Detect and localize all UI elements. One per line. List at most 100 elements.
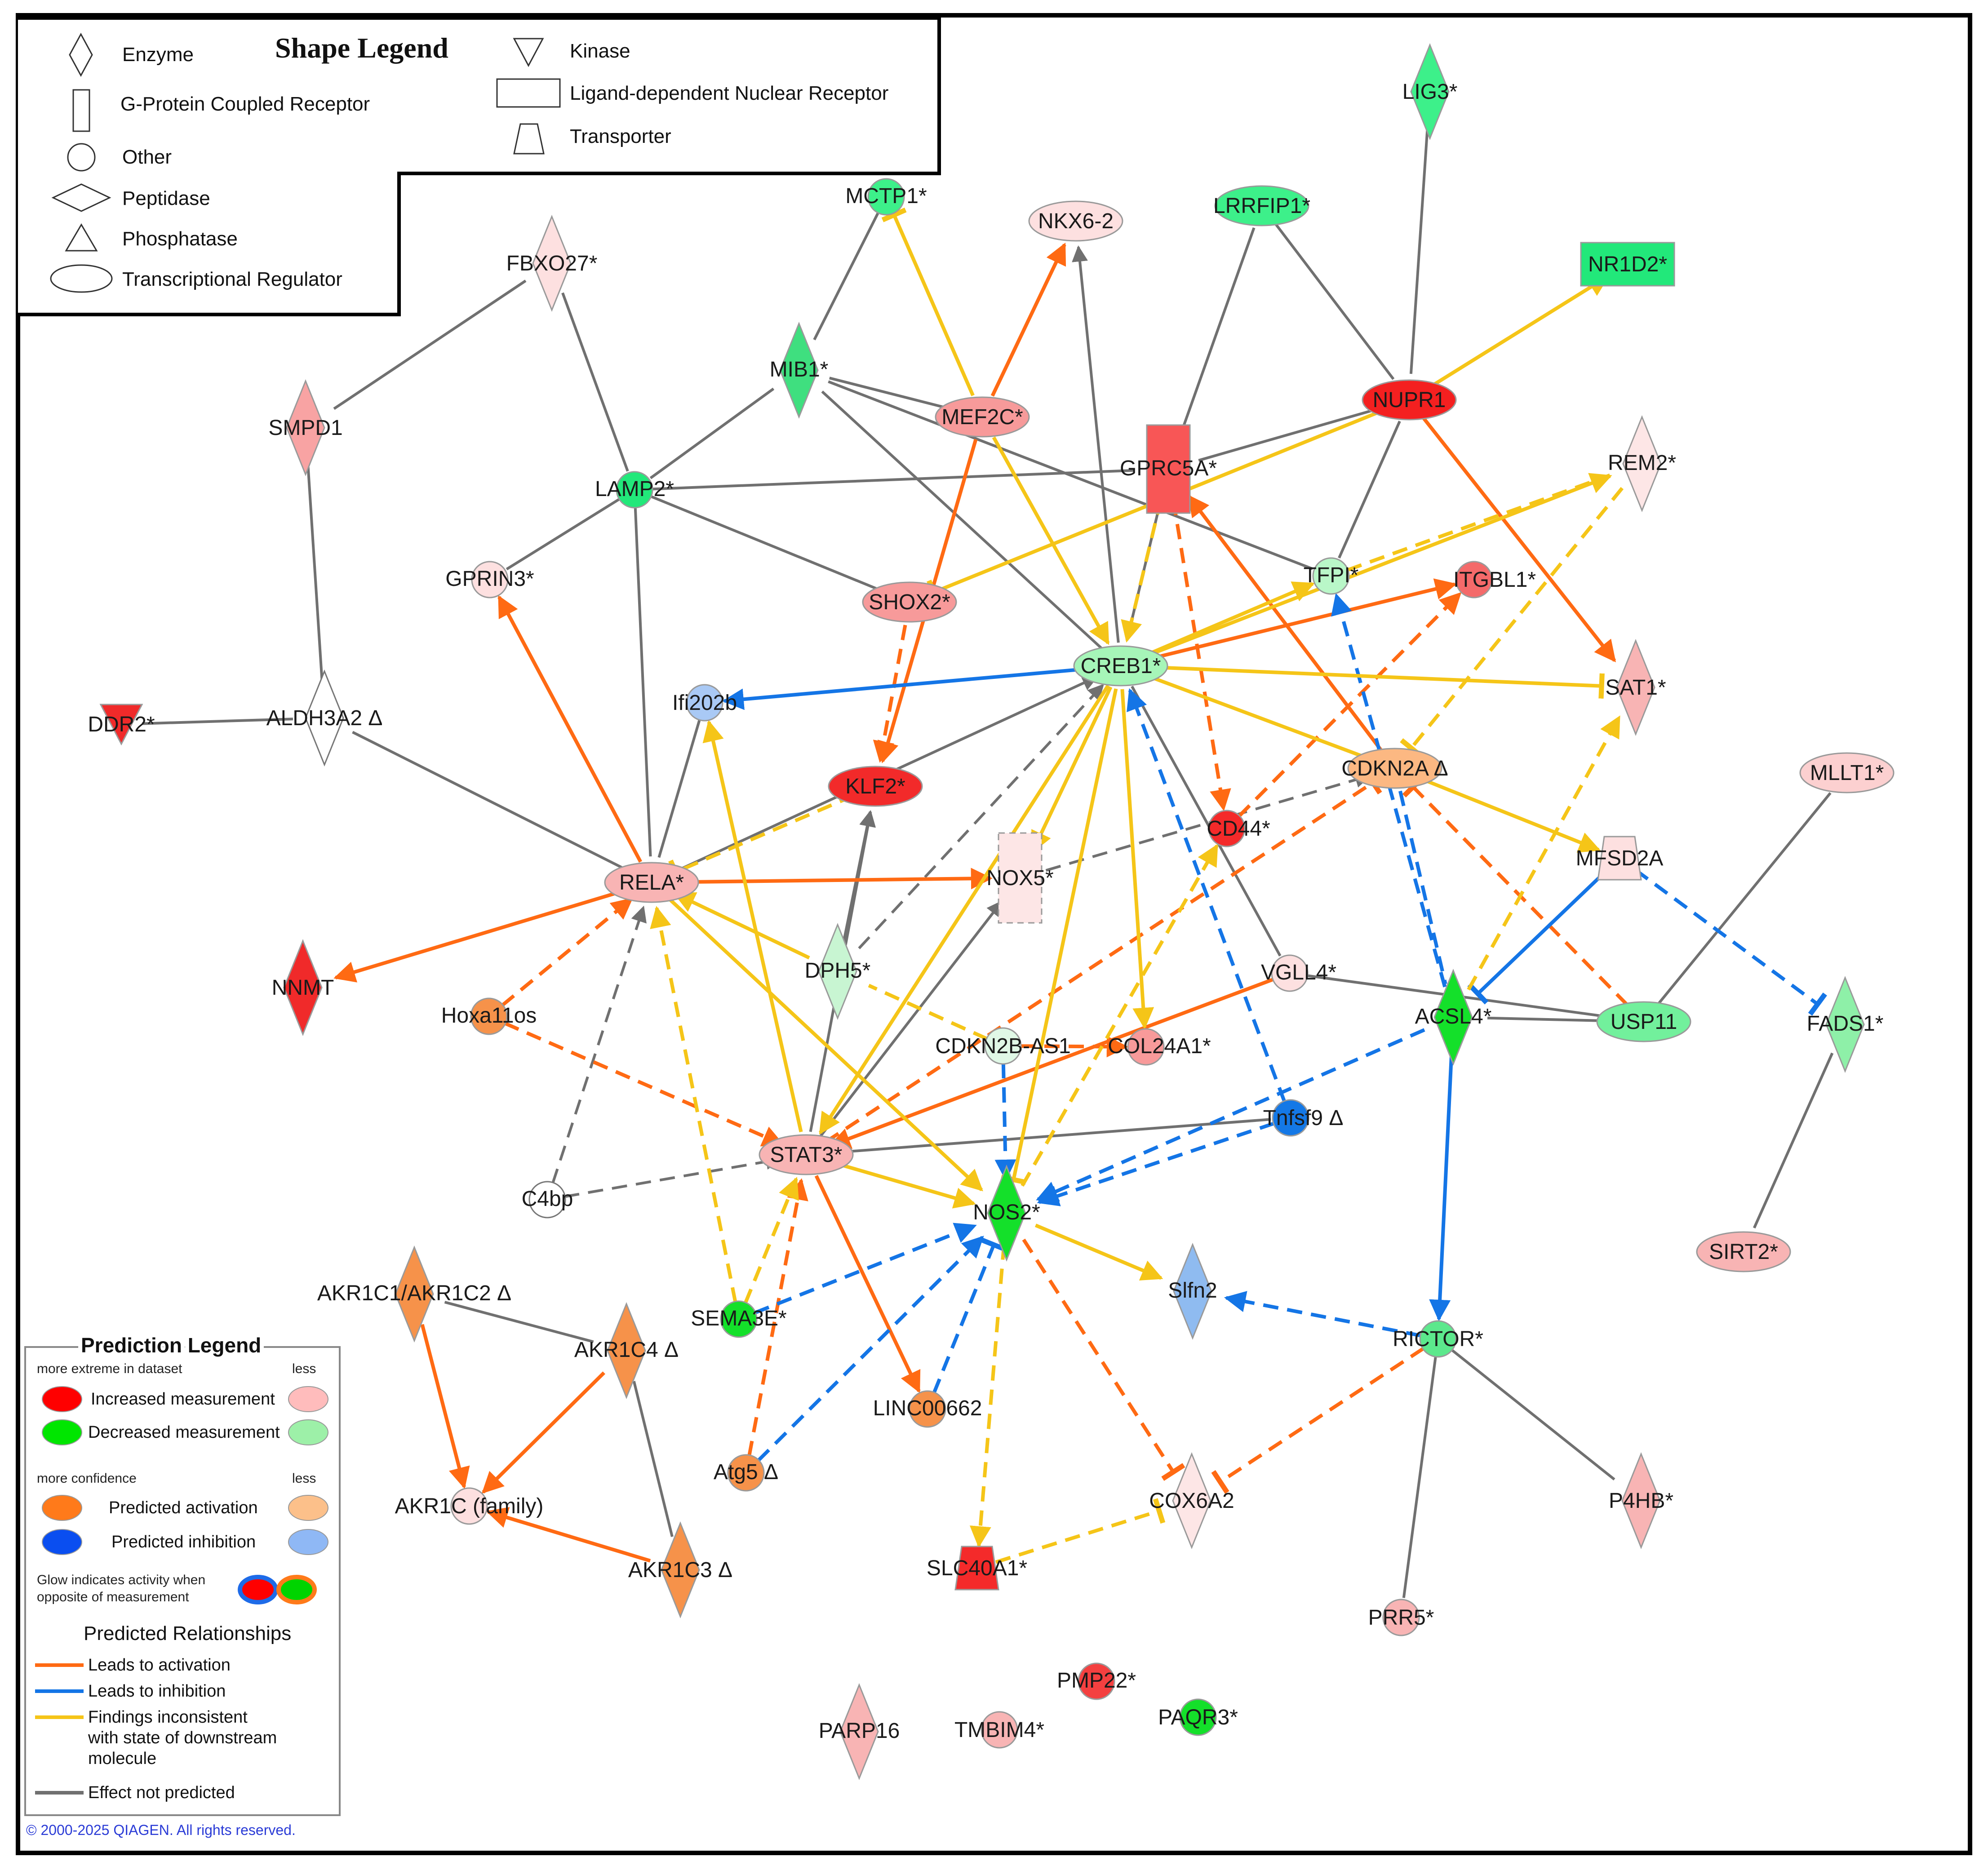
node-nnmt[interactable]: NNMT (272, 939, 334, 1037)
node-pmp22[interactable]: PMP22* (1057, 1662, 1136, 1700)
node-aldh3a2[interactable]: ALDH3A2 Δ (266, 669, 383, 767)
node-akr1c4[interactable]: AKR1C4 Δ (574, 1302, 679, 1400)
node-dph5[interactable]: DPH5* (805, 922, 871, 1020)
node-slfn2[interactable]: Slfn2 (1168, 1242, 1217, 1340)
rel-not-predicted-label: Effect not predicted (88, 1783, 235, 1802)
node-rem2[interactable]: REM2* (1608, 415, 1676, 513)
node-mctp1[interactable]: MCTP1* (845, 178, 927, 216)
node-mef2c[interactable]: MEF2C* (935, 396, 1030, 438)
edge-aldh3a2-rela (352, 731, 629, 872)
node-slc40a1[interactable]: SLC40A1* (927, 1546, 1027, 1591)
prediction-legend-title: Prediction Legend (81, 1334, 261, 1357)
node-tnfsf9[interactable]: Tnfsf9 Δ (1263, 1099, 1344, 1137)
node-label-mllt1: MLLT1* (1810, 761, 1884, 785)
kinase-legend-icon (513, 38, 544, 67)
node-tfpi[interactable]: TFPI* (1304, 557, 1359, 595)
node-lrrfip1[interactable]: LRRFIP1* (1213, 185, 1310, 226)
node-lamp2[interactable]: LAMP2* (595, 471, 674, 509)
node-klf2[interactable]: KLF2* (828, 766, 923, 807)
node-shox2[interactable]: SHOX2* (862, 581, 957, 623)
node-parp16[interactable]: PARP16 (819, 1683, 900, 1781)
node-creb1[interactable]: CREB1* (1073, 645, 1168, 687)
node-mllt1[interactable]: MLLT1* (1799, 752, 1895, 793)
node-cdkn2bas1[interactable]: CDKN2B-AS1 (935, 1027, 1071, 1065)
node-mib1[interactable]: MIB1* (770, 321, 829, 419)
node-label-nox5: NOX5* (986, 866, 1053, 890)
node-label-prr5: PRR5* (1368, 1606, 1434, 1630)
legend-label-transporter: Transporter (570, 125, 671, 147)
node-col24a1[interactable]: COL24A1* (1108, 1028, 1211, 1066)
node-rictor[interactable]: RICTOR* (1393, 1320, 1483, 1358)
less-label: less (292, 1361, 316, 1376)
node-shape-rictor (1419, 1320, 1457, 1358)
edge-hoxa11os-stat3 (504, 1021, 785, 1147)
edge-cdkn2bas1-dph5 (868, 984, 989, 1041)
node-ddr2[interactable]: DDR2* (88, 704, 155, 746)
node-gprin3[interactable]: GPRIN3* (445, 561, 534, 598)
node-p4hb[interactable]: P4HB* (1609, 1452, 1673, 1550)
edge-nos2-slfn2 (1034, 1223, 1163, 1281)
copyright-text: © 2000-2025 QIAGEN. All rights reserved. (26, 1822, 296, 1838)
node-nos2[interactable]: NOS2* (973, 1164, 1040, 1262)
node-atg5[interactable]: Atg5 Δ (714, 1454, 778, 1492)
edge-cdkn2bas1-nos2 (994, 1063, 1016, 1181)
node-sirt2[interactable]: SIRT2* (1696, 1231, 1791, 1272)
edge-lamp2-gprin3 (506, 497, 621, 571)
node-fads1[interactable]: FADS1* (1807, 975, 1884, 1073)
node-fbxo27[interactable]: FBXO27* (506, 214, 598, 312)
edge-cdkn2a-mfsd2a (1416, 775, 1601, 853)
node-ifi202b[interactable]: Ifi202b (672, 684, 737, 722)
node-vgll4[interactable]: VGLL4* (1261, 954, 1336, 992)
edge-mib1-mef2c (829, 377, 958, 412)
node-stat3[interactable]: STAT3* (759, 1134, 854, 1175)
node-shape-tnfsf9 (1272, 1099, 1309, 1137)
node-acsl4[interactable]: ACSL4* (1415, 968, 1492, 1066)
node-gprc5a[interactable]: GPRC5A* (1120, 424, 1217, 514)
node-usp11[interactable]: USP11 (1596, 1001, 1691, 1042)
node-shape-itgbl1 (1455, 561, 1493, 598)
node-cd44[interactable]: CD44* (1207, 810, 1270, 847)
node-sat1[interactable]: SAT1* (1605, 638, 1666, 736)
node-shape-lrrfip1 (1214, 185, 1309, 226)
node-prr5[interactable]: PRR5* (1368, 1599, 1434, 1636)
edge-mctp1-mib1 (813, 211, 880, 341)
node-shape-akr1c (450, 1487, 488, 1525)
node-shape-akr1c3 (661, 1521, 700, 1619)
node-nox5[interactable]: NOX5* (986, 832, 1054, 924)
node-label-akr1c4: AKR1C4 Δ (574, 1338, 679, 1362)
edge-lamp2-rela (634, 506, 652, 857)
node-akr1c1[interactable]: AKR1C1/AKR1C2 Δ (317, 1245, 511, 1343)
node-tmbim4[interactable]: TMBIM4* (954, 1711, 1044, 1749)
node-label-acsl4: ACSL4* (1415, 1005, 1492, 1028)
node-shape-col24a1 (1127, 1028, 1165, 1066)
node-akr1c3[interactable]: AKR1C3 Δ (628, 1521, 732, 1619)
node-hoxa11os[interactable]: Hoxa11os (441, 997, 537, 1035)
node-akr1c[interactable]: AKR1C (family) (395, 1487, 544, 1525)
node-rela[interactable]: RELA* (604, 862, 699, 903)
node-nr1d2[interactable]: NR1D2* (1580, 242, 1675, 287)
edge-stat3-nox5 (819, 900, 1003, 1137)
node-smpd1[interactable]: SMPD1 (268, 379, 343, 477)
node-c4bp[interactable]: C4bp (522, 1181, 573, 1219)
node-shape-rela (604, 862, 699, 903)
node-label-lrrfip1: LRRFIP1* (1213, 194, 1310, 218)
node-lig3[interactable]: LIG3* (1402, 43, 1458, 141)
node-sema3e[interactable]: SEMA3E* (691, 1300, 787, 1338)
node-label-tmbim4: TMBIM4* (954, 1718, 1044, 1742)
edge-mib1-tfpi (828, 380, 1314, 570)
edge-lamp2-gprc5a (651, 469, 1135, 491)
node-nupr1[interactable]: NUPR1 (1362, 379, 1457, 421)
node-itgbl1[interactable]: ITGBL1* (1453, 561, 1536, 598)
node-linc00662[interactable]: LINC00662 (873, 1390, 982, 1428)
node-label-c4bp: C4bp (522, 1187, 573, 1211)
node-cdkn2a[interactable]: CDKN2A Δ (1341, 748, 1448, 789)
node-shape-hoxa11os (470, 997, 508, 1035)
node-label-rictor: RICTOR* (1393, 1327, 1483, 1351)
edge-mib1-creb1 (821, 390, 1103, 650)
node-cox6a2[interactable]: COX6A2 (1149, 1452, 1234, 1550)
node-paqr3[interactable]: PAQR3* (1158, 1698, 1238, 1736)
node-mfsd2a[interactable]: MFSD2A (1576, 836, 1664, 881)
node-nkx62[interactable]: NKX6-2 (1028, 200, 1123, 242)
edge-mef2c-creb1 (992, 436, 1110, 645)
legend-label-transcriptional-regulator: Transcriptional Regulator (122, 268, 342, 290)
